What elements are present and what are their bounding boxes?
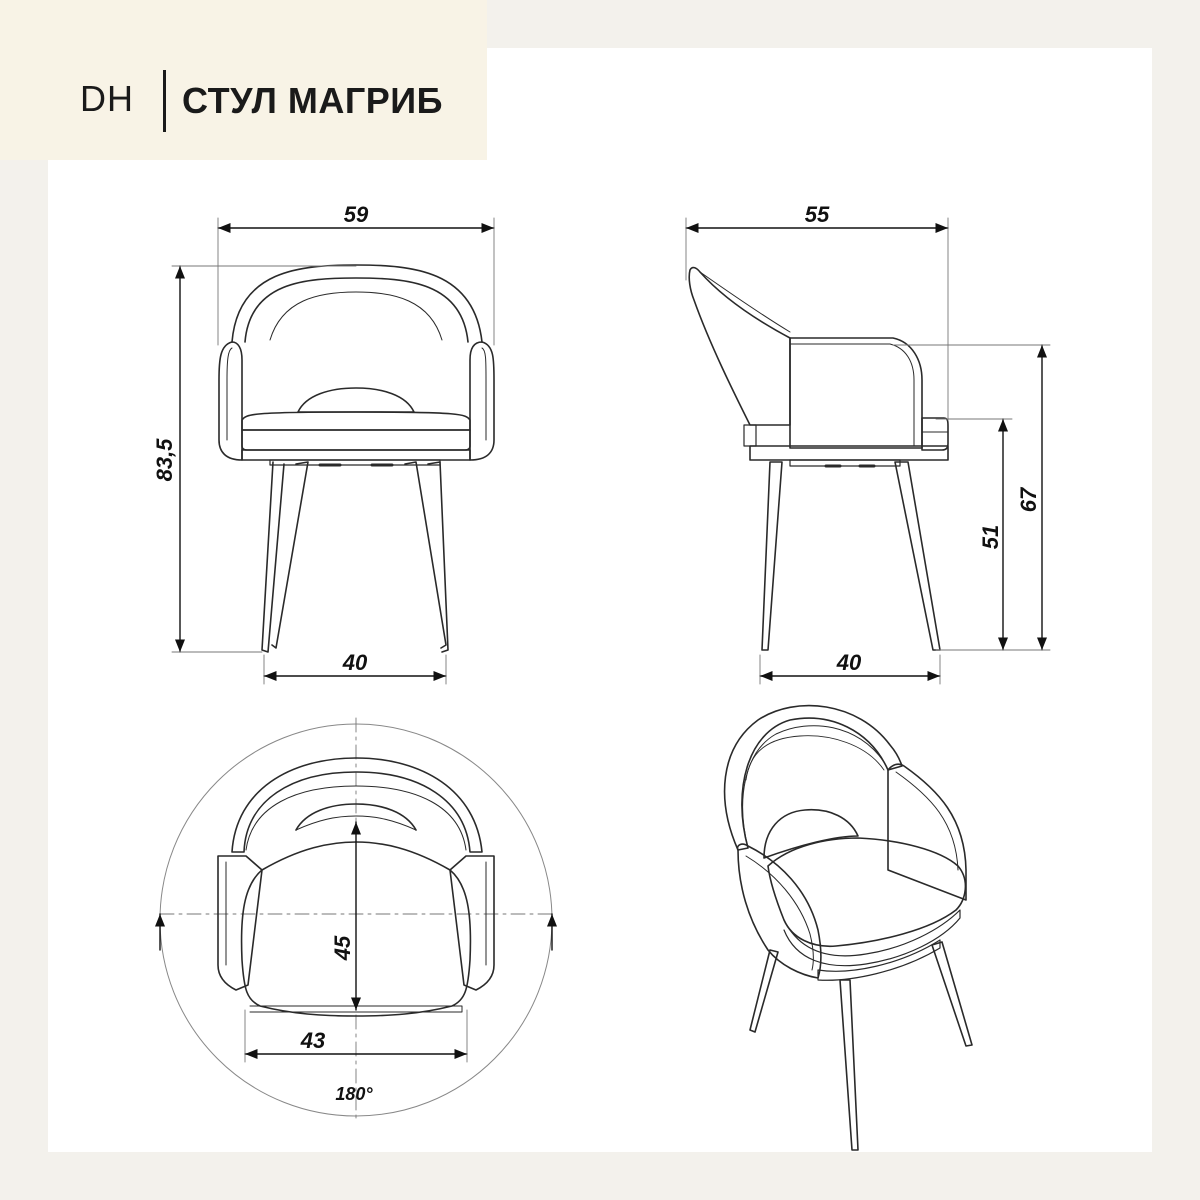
dim-front-height: 83,5 — [152, 438, 177, 482]
front-backrest-inner — [244, 277, 469, 343]
top-backrest-band — [231, 757, 483, 853]
persp-backrest — [723, 704, 903, 851]
persp-left-arm — [736, 843, 822, 979]
front-view — [171, 217, 495, 685]
brand-logo: DH — [80, 78, 134, 119]
dim-side-depth: 55 — [805, 202, 830, 227]
front-left-arm — [218, 341, 243, 461]
front-seat-front — [241, 429, 471, 451]
front-leg-left-inner — [271, 461, 309, 649]
header-separator — [163, 70, 166, 132]
side-backrest — [688, 266, 791, 426]
header-banner: DH СТУЛ МАГРИБ — [0, 0, 487, 160]
top-backrest-inner — [295, 803, 417, 831]
dim-front-leg-span: 40 — [342, 650, 368, 675]
front-leg-right-outer — [427, 461, 449, 653]
front-leg-right-inner — [404, 461, 447, 649]
persp-leg-front-right — [931, 941, 973, 1047]
dim-front-width: 59 — [344, 202, 369, 227]
front-seat-base — [241, 449, 471, 461]
product-title: СТУЛ МАГРИБ — [182, 80, 444, 121]
side-seat-base — [749, 445, 949, 461]
side-leg-back — [761, 461, 783, 651]
side-view — [685, 217, 1051, 685]
front-right-arm — [469, 341, 495, 461]
dim-side-arm-height: 67 — [1016, 486, 1041, 512]
side-leg-front — [894, 461, 941, 651]
dim-side-leg-span: 40 — [836, 650, 862, 675]
persp-right-arm — [887, 763, 967, 901]
persp-back-cushion — [763, 808, 859, 859]
front-leg-left-outer — [261, 461, 285, 653]
dim-side-seat-height: 51 — [978, 525, 1003, 549]
dim-rotation: 180° — [335, 1084, 373, 1104]
side-arm — [789, 337, 923, 449]
top-right-arm — [449, 855, 495, 991]
dim-top-seat-depth: 45 — [330, 935, 355, 961]
top-view — [154, 717, 558, 1119]
front-seat-back — [297, 387, 415, 413]
front-seat-top — [241, 411, 471, 431]
persp-leg-back-left — [749, 949, 779, 1033]
front-backrest — [231, 264, 483, 343]
persp-leg-front-left — [839, 979, 859, 1151]
front-backrest-highlight — [269, 291, 443, 341]
perspective-view — [723, 704, 973, 1151]
dim-top-seat-width: 43 — [300, 1028, 325, 1053]
top-left-arm — [217, 855, 263, 991]
persp-seat — [767, 837, 967, 948]
